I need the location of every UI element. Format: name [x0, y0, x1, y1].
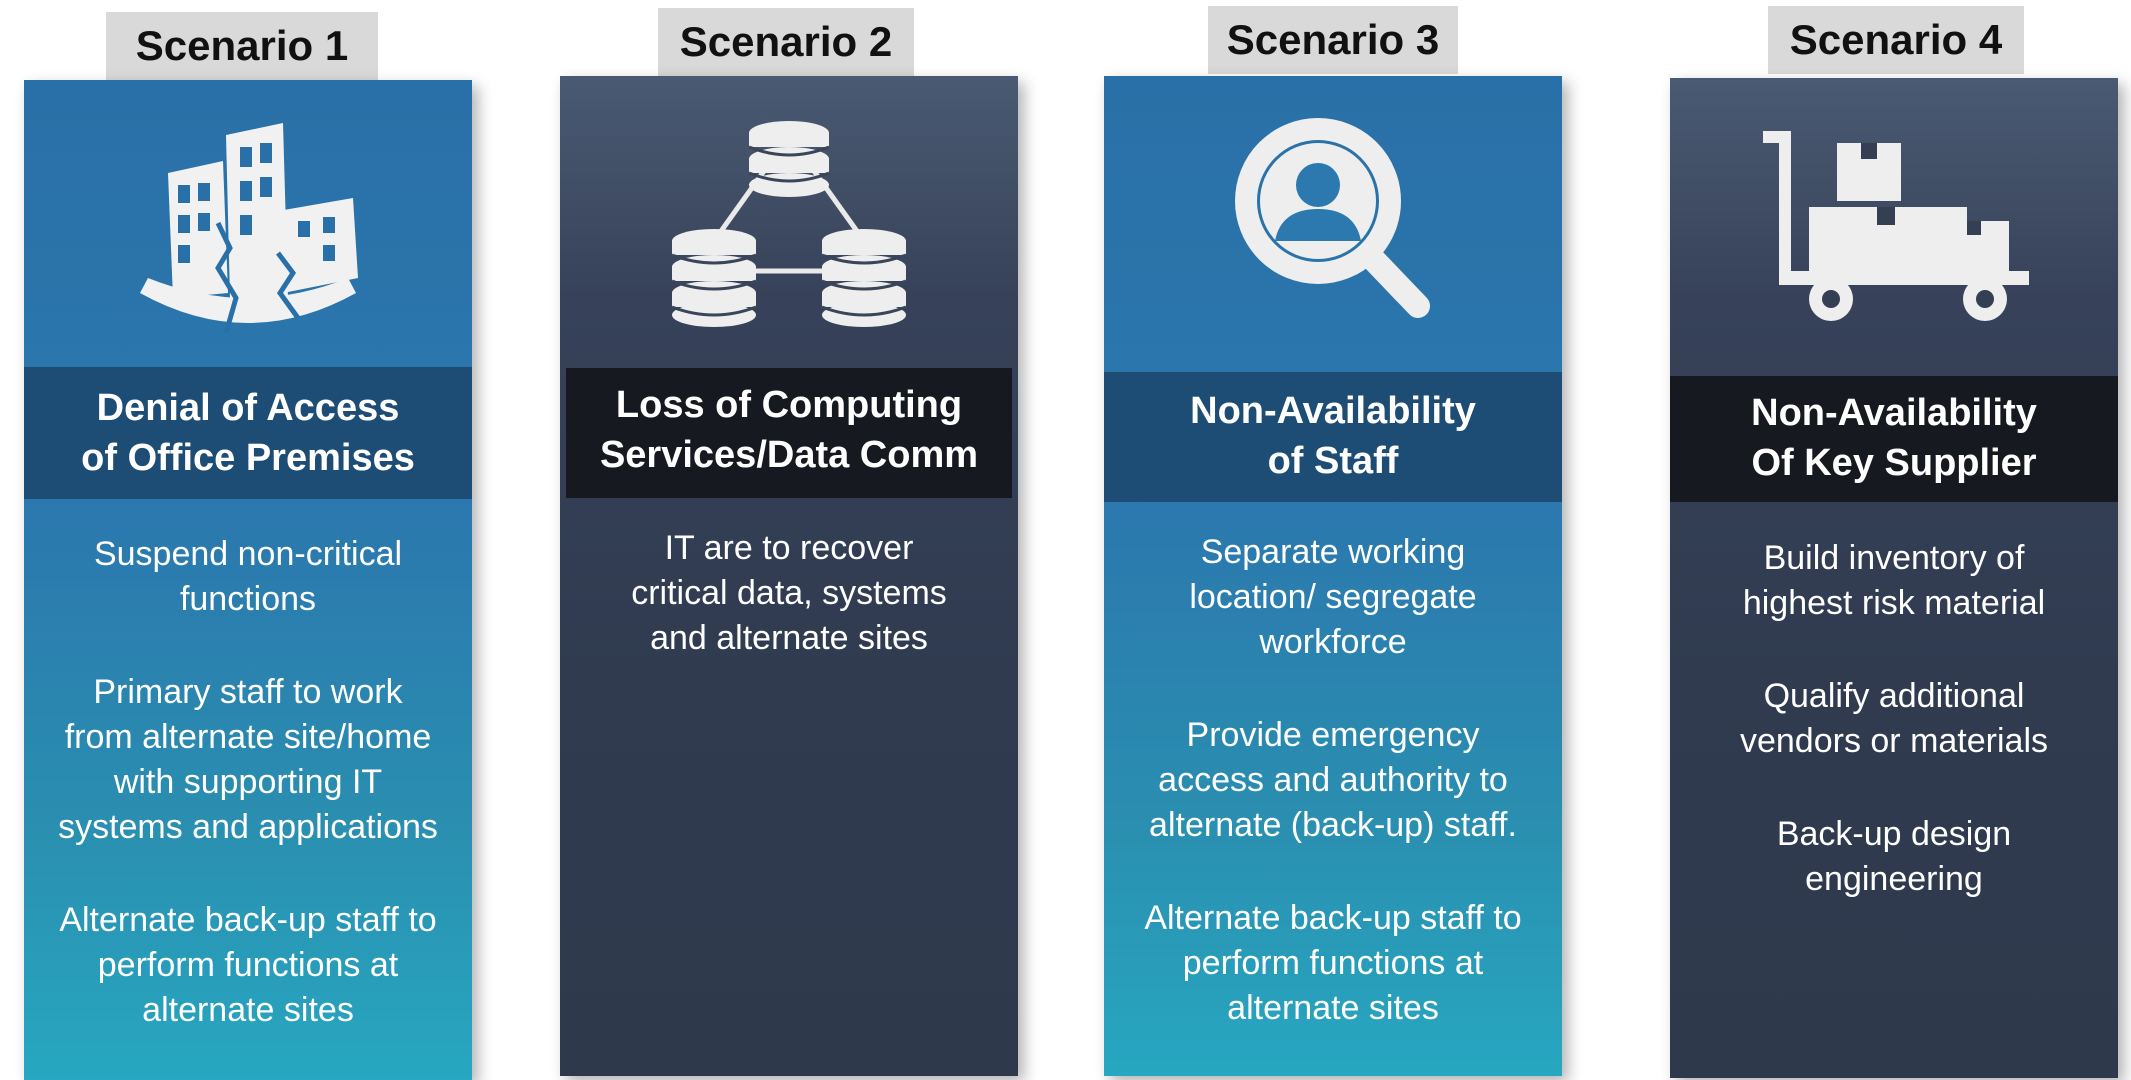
scenario-1-title: Denial of Access of Office Premises [24, 367, 472, 499]
scenario-4-items: Build inventory of highest risk material… [1670, 536, 2118, 950]
hand-truck-boxes-icon [1670, 78, 2118, 368]
item-line: Alternate back-up staff to [59, 901, 437, 939]
list-item: Primary staff to work from alternate sit… [24, 670, 472, 850]
item-line: IT are to recover [664, 529, 914, 567]
list-item: Build inventory of highest risk material [1670, 536, 2118, 626]
item-line: Provide emergency [1186, 716, 1480, 754]
item-line: and alternate sites [650, 619, 928, 657]
scenario-4-tab: Scenario 4 [1768, 6, 2024, 74]
item-line: location/ segregate [1189, 578, 1477, 616]
scenario-2-title-line-2: Services/Data Comm [599, 434, 979, 476]
list-item: Provide emergency access and authority t… [1104, 713, 1562, 848]
staff-search-icon [1104, 76, 1562, 366]
item-line: critical data, systems [631, 574, 947, 612]
scenario-3-items: Separate working location/ segregate wor… [1104, 530, 1562, 1076]
scenario-3-tab-label: Scenario 3 [1226, 16, 1440, 63]
item-line: perform functions at [97, 946, 399, 984]
list-item: Alternate back-up staff to perform funct… [1104, 896, 1562, 1031]
scenario-3-column: Non-Availability of Staff Separate worki… [1104, 76, 1562, 1076]
scenario-2-title: Loss of Computing Services/Data Comm [566, 368, 1012, 498]
item-line: highest risk material [1742, 584, 2046, 622]
scenario-1-tab-label: Scenario 1 [135, 22, 349, 69]
scenario-2-tab: Scenario 2 [658, 8, 914, 76]
scenario-3-title-line-1: Non-Availability [1190, 390, 1476, 432]
item-line: systems and applications [58, 808, 438, 846]
scenario-3-title-line-2: of Staff [1267, 440, 1399, 482]
scenario-1-column: Denial of Access of Office Premises Susp… [24, 80, 472, 1080]
item-line: Primary staff to work [93, 673, 403, 711]
item-line: alternate sites [142, 991, 354, 1029]
scenario-1-items: Suspend non-critical functions Primary s… [24, 532, 472, 1080]
item-line: perform functions at [1182, 944, 1484, 982]
scenario-4-title-line-1: Non-Availability [1751, 392, 2037, 434]
scenario-2-items: IT are to recover critical data, systems… [560, 526, 1018, 709]
scenario-4-title: Non-Availability Of Key Supplier [1670, 376, 2118, 502]
scenario-2-column: Loss of Computing Services/Data Comm IT … [560, 76, 1018, 1076]
item-line: Qualify additional [1763, 677, 2025, 715]
item-line: Back-up design [1776, 815, 2012, 853]
list-item: Alternate back-up staff to perform funct… [24, 898, 472, 1033]
item-line: Separate working [1200, 533, 1466, 571]
item-line: from alternate site/home [64, 718, 432, 756]
list-item: IT are to recover critical data, systems… [560, 526, 1018, 661]
scenario-1-title-line-2: of Office Premises [81, 437, 415, 479]
scenario-4-column: Non-Availability Of Key Supplier Build i… [1670, 78, 2118, 1078]
item-line: functions [179, 580, 317, 618]
item-line: engineering [1805, 860, 1983, 898]
item-line: alternate sites [1227, 989, 1439, 1027]
scenario-2-title-line-1: Loss of Computing [615, 384, 963, 426]
item-line: workforce [1259, 623, 1407, 661]
item-line: Build inventory of [1763, 539, 2025, 577]
scenario-3-tab: Scenario 3 [1208, 6, 1458, 74]
scenario-4-tab-label: Scenario 4 [1789, 16, 2003, 63]
list-item: Qualify additional vendors or materials [1670, 674, 2118, 764]
item-line: Alternate back-up staff to [1144, 899, 1522, 937]
list-item: Back-up design engineering [1670, 812, 2118, 902]
damaged-building-icon [24, 80, 472, 365]
scenario-2-tab-label: Scenario 2 [679, 18, 893, 65]
scenario-1-tab: Scenario 1 [106, 12, 378, 80]
item-line: vendors or materials [1739, 722, 2048, 760]
scenario-1-title-line-1: Denial of Access [96, 387, 400, 429]
item-line: with supporting IT [113, 763, 383, 801]
scenario-4-title-line-2: Of Key Supplier [1751, 442, 2037, 484]
database-network-icon [560, 76, 1018, 366]
list-item: Suspend non-critical functions [24, 532, 472, 622]
list-item: Separate working location/ segregate wor… [1104, 530, 1562, 665]
item-line: Suspend non-critical [93, 535, 403, 573]
item-line: access and authority to [1158, 761, 1508, 799]
scenario-3-title: Non-Availability of Staff [1104, 372, 1562, 502]
item-line: alternate (back-up) staff. [1149, 806, 1517, 844]
